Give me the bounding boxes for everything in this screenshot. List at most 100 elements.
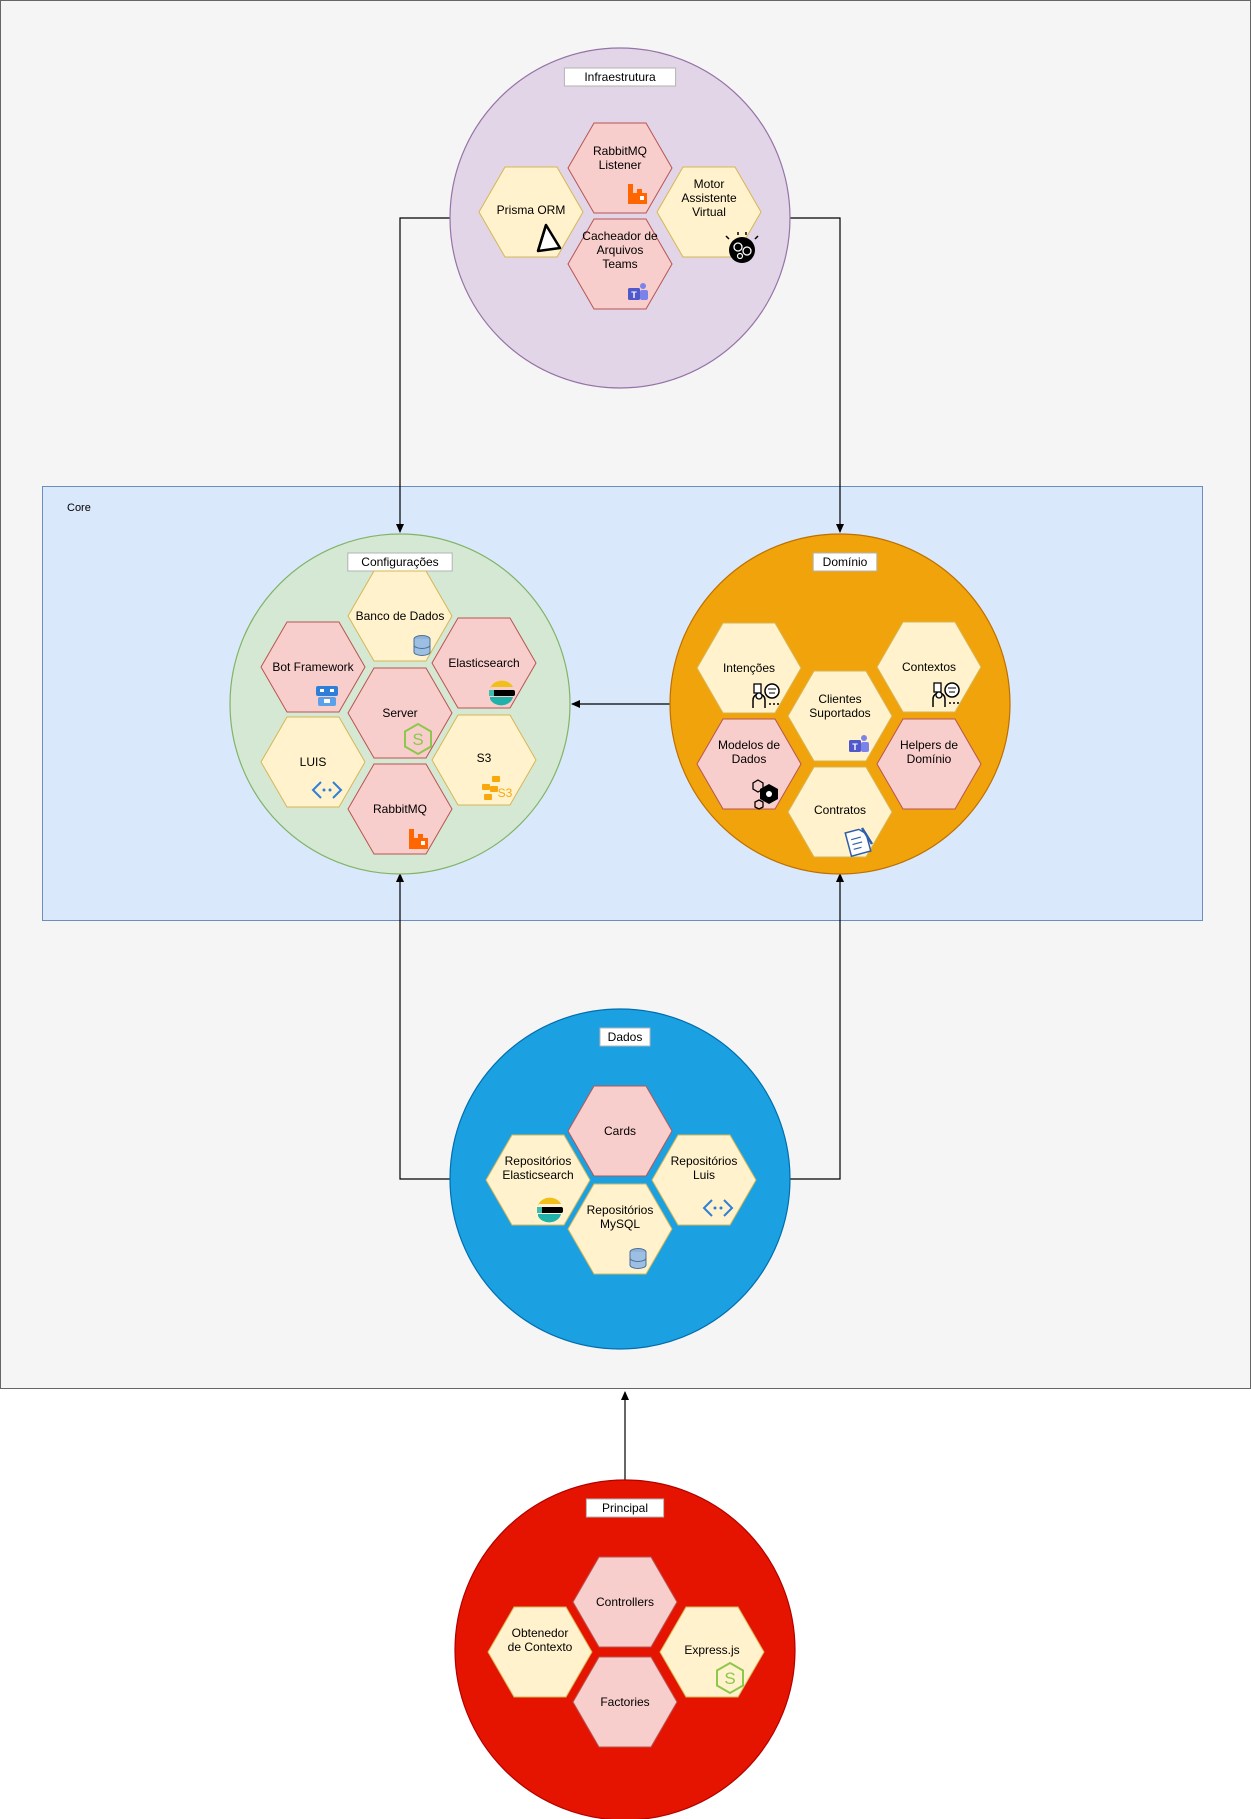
hexagon — [567, 218, 673, 310]
principal-hex-2: Express.js — [659, 1606, 765, 1698]
hex-label: Elasticsearch — [448, 656, 519, 670]
hex-label: Prisma ORM — [497, 203, 566, 217]
bot-icon — [316, 686, 338, 706]
hex-label: Elasticsearch — [502, 1168, 573, 1182]
hex-label: Helpers de — [900, 738, 958, 752]
hex-label: Modelos de — [718, 738, 780, 752]
hex-label: Luis — [693, 1168, 715, 1182]
arrow-dados-to-dominio — [790, 873, 844, 1180]
hex-label: MySQL — [600, 1217, 640, 1231]
hex-label: Suportados — [809, 706, 870, 720]
hex-label: Repositórios — [671, 1154, 738, 1168]
hex-label: Repositórios — [587, 1203, 654, 1217]
hex-label: Teams — [602, 257, 637, 271]
hex-label: Banco de Dados — [356, 609, 445, 623]
connectors — [396, 217, 844, 1480]
hex-label: Arquivos — [597, 243, 644, 257]
hex-label: Assistente — [681, 191, 737, 205]
hexagon — [485, 1134, 591, 1226]
hexagon — [651, 1134, 757, 1226]
hexagon — [572, 1556, 678, 1648]
hex-label: Bot Framework — [272, 660, 354, 674]
arrow-infraestrutura-to-configuracoes — [396, 217, 452, 533]
dados-label: Dados — [608, 1030, 643, 1044]
infraestrutura-label-box — [563, 67, 677, 87]
hexagon — [487, 1606, 593, 1698]
hex-label: RabbitMQ — [373, 802, 427, 816]
hex-label: Server — [382, 706, 417, 720]
hex-label: Contextos — [902, 660, 956, 674]
dominio-label: Domínio — [823, 555, 868, 569]
dominio-label-box — [812, 552, 878, 572]
hex-label: Listener — [599, 158, 642, 172]
infraestrutura-hex-1: Prisma ORM — [478, 166, 584, 258]
hexagon — [260, 716, 366, 808]
hex-label: de Contexto — [508, 1640, 573, 1654]
hex-label: Obtenedor — [512, 1626, 569, 1640]
hexagon — [567, 122, 673, 214]
principal-hex-0: Controllers — [572, 1556, 678, 1648]
configuracoes-hex-3: Server — [347, 667, 453, 759]
hex-label: Virtual — [692, 205, 726, 219]
hexagon — [347, 667, 453, 759]
principal-label-box — [585, 1498, 665, 1518]
hex-label: Cards — [604, 1124, 636, 1138]
hex-label: LUIS — [300, 755, 327, 769]
configuracoes-hex-2: Elasticsearch — [431, 617, 537, 709]
hexagon — [347, 763, 453, 855]
hex-label: Motor — [694, 177, 725, 191]
configuracoes-hex-4: LUIS — [260, 716, 366, 808]
hexagon — [572, 1656, 678, 1748]
hexagon — [876, 718, 982, 810]
database-icon — [413, 635, 431, 656]
hex-label: Clientes — [818, 692, 861, 706]
dominio-hex-1: Contextos — [876, 621, 982, 713]
hexagon — [656, 166, 762, 258]
arrow-dados-to-configuracoes — [396, 873, 450, 1180]
core-label: Core — [67, 502, 91, 514]
hex-label: Factories — [600, 1695, 649, 1709]
hex-label: Contratos — [814, 803, 866, 817]
hexagon — [260, 621, 366, 713]
configuracoes-label: Configurações — [361, 555, 438, 569]
dados-hex-0: Cards — [567, 1085, 673, 1177]
infraestrutura-label: Infraestrutura — [584, 70, 656, 84]
hexagon — [696, 718, 802, 810]
hexagon — [567, 1085, 673, 1177]
configuracoes-hex-0: Banco de Dados — [347, 570, 453, 662]
configuracoes-hex-6: RabbitMQ — [347, 763, 453, 855]
database-icon — [629, 1248, 647, 1269]
hex-label: Express.js — [684, 1643, 739, 1657]
arrow-infraestrutura-to-dominio — [788, 217, 844, 533]
hex-label: Domínio — [907, 752, 952, 766]
hex-label: Dados — [732, 752, 767, 766]
principal-circle — [454, 1479, 796, 1819]
principal-hex-3: Factories — [572, 1656, 678, 1748]
hex-label: Controllers — [596, 1595, 654, 1609]
dados-circle — [449, 1008, 791, 1350]
hex-label: RabbitMQ — [593, 144, 647, 158]
hex-label: Intenções — [723, 661, 775, 675]
hex-label: Cacheador de — [582, 229, 658, 243]
hexagon — [659, 1606, 765, 1698]
dados-group: DadosCardsRepositóriosElasticsearchRepos… — [449, 1008, 791, 1350]
configuracoes-hex-1: Bot Framework — [260, 621, 366, 713]
hex-label: Repositórios — [505, 1154, 572, 1168]
hexagon — [431, 714, 537, 806]
principal-label: Principal — [602, 1501, 648, 1515]
